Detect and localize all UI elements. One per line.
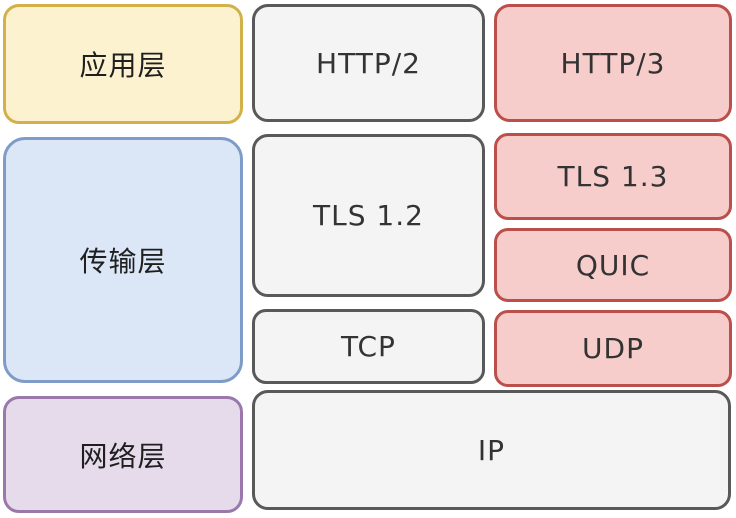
ip-box: IP bbox=[252, 390, 731, 510]
network-layer-label: 网络层 bbox=[3, 396, 243, 513]
udp-box: UDP bbox=[494, 310, 732, 387]
transport-layer-label: 传输层 bbox=[3, 137, 243, 383]
http2-box: HTTP/2 bbox=[252, 4, 485, 122]
http3-box: HTTP/3 bbox=[494, 4, 732, 122]
tls12-box: TLS 1.2 bbox=[252, 134, 485, 297]
quic-box: QUIC bbox=[494, 228, 732, 302]
application-layer-label: 应用层 bbox=[3, 4, 243, 124]
tls13-box: TLS 1.3 bbox=[494, 133, 732, 220]
tcp-box: TCP bbox=[252, 309, 485, 384]
